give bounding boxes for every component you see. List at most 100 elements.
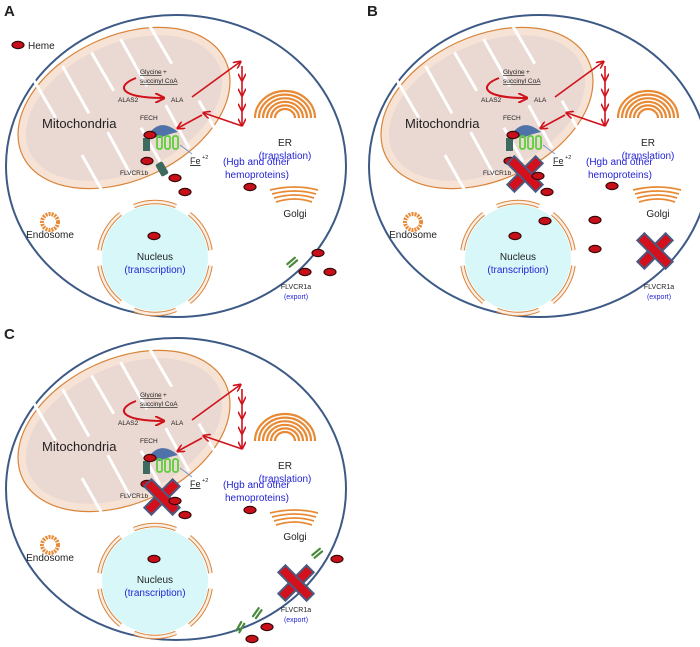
nuclear-envelope-inner bbox=[551, 212, 575, 251]
crista bbox=[80, 477, 103, 513]
channel-subunit bbox=[288, 259, 299, 268]
mitochondria-label: Mitochondria bbox=[42, 439, 117, 454]
er-cisterna bbox=[273, 430, 297, 442]
heme-molecule bbox=[178, 510, 192, 520]
endosome-label: Endosome bbox=[389, 230, 437, 241]
ala-label: ALA bbox=[534, 97, 547, 104]
flvcr1a-knockout-x bbox=[276, 563, 316, 603]
hgb-label: (Hgb and other bbox=[223, 480, 290, 491]
transmembrane-helix bbox=[164, 458, 171, 473]
er-cisterna bbox=[616, 89, 680, 119]
golgi-cisterna bbox=[273, 517, 315, 522]
heme-molecule bbox=[147, 231, 161, 241]
er-cisterna bbox=[261, 97, 309, 119]
nuclear-envelope-inner bbox=[188, 265, 212, 304]
channel-subunit bbox=[251, 607, 260, 618]
er-cisterna bbox=[628, 100, 668, 119]
iron-label: Fe bbox=[553, 156, 564, 166]
golgi-cisterna bbox=[275, 521, 313, 526]
flvcr1b-label: FLVCR1b bbox=[120, 493, 148, 500]
golgi-apparatus bbox=[632, 186, 682, 203]
transmembrane-helix bbox=[156, 458, 163, 473]
er-cisterna bbox=[253, 412, 317, 442]
glycine-label: Glycine bbox=[140, 392, 162, 399]
nuclear-envelope-inner bbox=[188, 212, 212, 251]
succinyl-coa-label: succinyl CoA bbox=[140, 401, 178, 408]
transmembrane-helix bbox=[172, 135, 179, 150]
nuclear-envelope-inner bbox=[98, 265, 122, 304]
translation-label: (translation) bbox=[259, 151, 312, 162]
crista bbox=[61, 388, 91, 438]
heme-molecule bbox=[260, 622, 274, 632]
transmembrane-helix bbox=[172, 458, 179, 473]
endosome-label: Endosome bbox=[26, 553, 74, 564]
channel-subunit bbox=[286, 256, 296, 266]
heme-molecule bbox=[311, 248, 325, 258]
endoplasmic-reticulum bbox=[616, 89, 680, 119]
endosome bbox=[40, 212, 60, 232]
hgb-label: (Hgb and other bbox=[586, 157, 653, 168]
heme-molecule bbox=[605, 181, 619, 191]
crista bbox=[119, 361, 149, 410]
er-cisterna bbox=[632, 104, 664, 119]
plus-label: + bbox=[526, 69, 530, 76]
nuclear-envelope-inner bbox=[461, 212, 485, 251]
return-arrow bbox=[204, 113, 243, 127]
heme-molecule bbox=[243, 182, 257, 192]
iron-label: Fe bbox=[190, 156, 201, 166]
endoplasmic-reticulum bbox=[253, 89, 317, 119]
flvcr1a-knockout-x bbox=[635, 231, 675, 271]
nuclear-envelope-inner bbox=[133, 200, 177, 208]
golgi-cisterna bbox=[636, 194, 678, 199]
nuclear-envelope-inner bbox=[98, 212, 122, 251]
nuclear-envelope-inner bbox=[133, 631, 177, 639]
crista bbox=[482, 38, 512, 87]
heme-molecule bbox=[330, 554, 344, 564]
nuclear-envelope-inner bbox=[98, 588, 122, 627]
mitochondria-label: Mitochondria bbox=[42, 116, 117, 131]
hemoproteins-label: hemoproteins) bbox=[225, 493, 289, 504]
er-label: ER bbox=[278, 461, 292, 472]
nuclear-envelope-inner bbox=[133, 308, 177, 316]
return-arrow bbox=[178, 114, 203, 128]
transporter-channel bbox=[251, 607, 263, 620]
flvcr1b-knockout-x bbox=[142, 477, 182, 517]
iron-charge: +2 bbox=[202, 155, 208, 161]
return-arrow bbox=[178, 437, 203, 451]
heme-molecule bbox=[143, 453, 157, 463]
transporter-channel bbox=[235, 620, 246, 634]
fech-label: FECH bbox=[140, 115, 158, 122]
iron-import-arrow bbox=[542, 144, 556, 155]
crista bbox=[395, 78, 421, 119]
golgi-cisterna bbox=[269, 509, 319, 514]
nuclear-envelope-inner bbox=[496, 200, 540, 208]
transcription-label: (transcription) bbox=[124, 588, 185, 599]
ala-export-arrow bbox=[554, 62, 603, 98]
nuclear-envelope-inner bbox=[98, 535, 122, 574]
return-arrow bbox=[204, 436, 243, 450]
er-cisterna bbox=[269, 427, 301, 442]
er-cisterna bbox=[273, 107, 297, 119]
er-cisterna bbox=[253, 89, 317, 119]
crista bbox=[61, 65, 91, 115]
alas2-reaction-arrow bbox=[123, 77, 163, 98]
knockout-x-bar bbox=[505, 154, 545, 194]
iron-charge: +2 bbox=[565, 155, 571, 161]
glycine-label: Glycine bbox=[140, 69, 162, 76]
heme-molecule bbox=[508, 231, 522, 241]
transcription-label: (transcription) bbox=[487, 265, 548, 276]
flvcr1b-label: FLVCR1b bbox=[120, 170, 148, 177]
flvcr1a-label: FLVCR1a bbox=[644, 284, 674, 291]
heme-molecule bbox=[531, 171, 545, 181]
golgi-cisterna bbox=[271, 513, 317, 518]
nucleus-label: Nucleus bbox=[137, 252, 173, 263]
membrane-protein bbox=[143, 138, 150, 151]
transmembrane-helix bbox=[527, 135, 534, 150]
golgi-cisterna bbox=[275, 198, 313, 203]
er-cisterna bbox=[257, 416, 313, 442]
nucleus bbox=[102, 528, 208, 634]
return-arrow bbox=[541, 114, 566, 128]
heme-molecule bbox=[506, 130, 520, 140]
heme-molecule bbox=[178, 187, 192, 197]
